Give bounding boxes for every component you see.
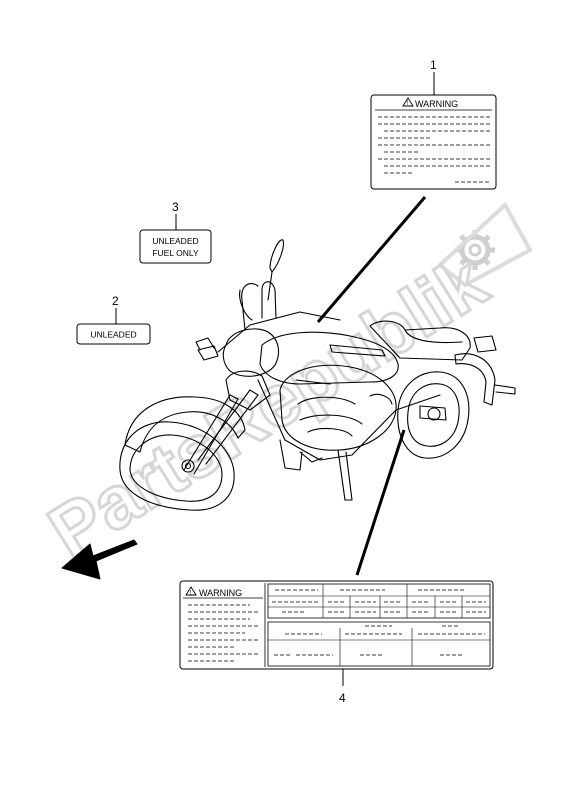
callout-1: 1: [430, 58, 437, 72]
seat: [369, 320, 471, 361]
front-direction-arrow-icon: [61, 539, 138, 580]
mirror: [269, 239, 284, 273]
unleaded-label: UNLEADED: [76, 323, 151, 345]
rear-hub: [427, 407, 441, 421]
callout-2: 2: [112, 294, 119, 308]
headlight: [222, 328, 280, 377]
unleaded-text: UNLEADED: [90, 330, 136, 340]
front-hub: [181, 459, 195, 473]
warning-triangle-icon: !: [185, 586, 197, 596]
unleaded-fuel-only-line2: FUEL ONLY: [152, 248, 199, 258]
warning-label-top: ! WARNING: [370, 94, 497, 190]
watermark-text: PartsRepublik: [34, 239, 501, 574]
warning-bottom-text: WARNING: [199, 588, 242, 598]
callout-4: 4: [339, 691, 346, 705]
rear-fender: [454, 353, 496, 406]
warning-label-bottom: ! WARNING: [179, 580, 494, 670]
handlebar: [217, 311, 341, 353]
tail-light: [473, 335, 497, 353]
fuel-tank: [259, 331, 399, 385]
svg-text:!: !: [407, 101, 409, 107]
watermark: PartsRepublik: [33, 201, 533, 575]
front-wheel: [119, 421, 235, 511]
unleaded-fuel-only-line1: UNLEADED: [152, 236, 198, 246]
unleaded-fuel-only-label: UNLEADED FUEL ONLY: [139, 229, 212, 264]
motorcycle-illustration: [119, 239, 516, 511]
svg-text:!: !: [190, 590, 192, 596]
warning-triangle-icon: !: [402, 97, 414, 107]
callout-3: 3: [172, 200, 179, 214]
watermark-badge: [436, 201, 533, 288]
side-stand: [337, 449, 353, 501]
leader-line-1-to-bike: [316, 196, 427, 323]
warning-top-text: WARNING: [415, 99, 458, 109]
leader-line-4-to-bike: [355, 429, 406, 576]
rear-wheel: [397, 371, 470, 459]
front-fender: [124, 396, 246, 453]
